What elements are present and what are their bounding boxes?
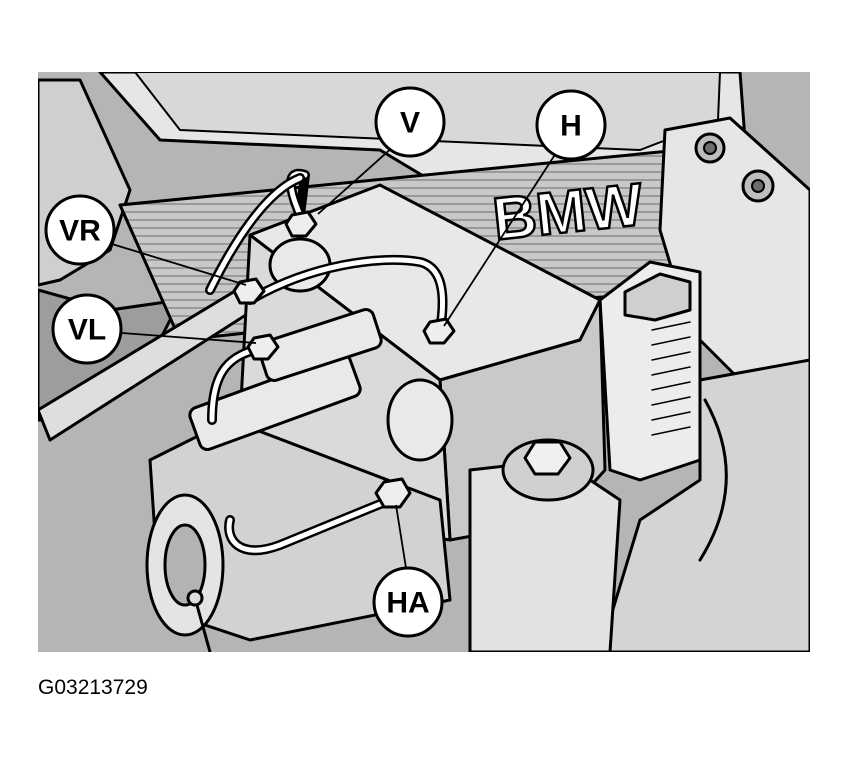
callout-vr-label: VR [59, 215, 101, 248]
callout-h: H [535, 89, 607, 161]
motor-end-cap-inner [163, 523, 207, 607]
ground-wire [193, 596, 212, 652]
abs-connector [623, 272, 692, 322]
leader-line-ha [395, 504, 407, 569]
callout-h-circle [535, 89, 607, 161]
solenoid-3 [386, 378, 454, 462]
solenoid-1 [188, 353, 362, 451]
callout-v: V [374, 86, 446, 158]
callout-ha-label: HA [386, 587, 429, 620]
line-fittings [232, 210, 456, 509]
figure-id: G03213729 [38, 676, 148, 699]
lower-right-detail [698, 398, 728, 562]
callout-vr: VR [44, 194, 116, 266]
leader-line-vl [121, 332, 257, 344]
fitting-v [284, 210, 318, 238]
callout-v-circle [374, 86, 446, 158]
callout-vl-label: VL [68, 314, 106, 347]
fitting-vr [232, 277, 266, 305]
connector-ribs [651, 321, 691, 436]
fitting-h [422, 317, 456, 345]
mount-bolt-2-center [751, 179, 765, 193]
leader-line-v [317, 145, 395, 215]
brake-line-h-inner [247, 257, 446, 333]
callout-ha-circle [372, 566, 444, 638]
reservoir-cap-nut [523, 440, 572, 476]
callout-v-label: V [400, 107, 420, 140]
callout-vl: VL [51, 293, 123, 365]
brake-line-ha-inner [226, 497, 393, 553]
mount-bolt-1-center [703, 141, 717, 155]
callout-vl-circle [51, 293, 123, 365]
brake-lines [205, 168, 448, 556]
fitting-ha [374, 477, 412, 509]
leader-line-h [443, 149, 559, 327]
callout-ha: HA [372, 566, 444, 638]
callout-h-label: H [560, 110, 582, 143]
solenoid-2 [257, 308, 383, 382]
callout-vr-circle [44, 194, 116, 266]
leader-lines [111, 145, 559, 569]
lower-right-structure [598, 358, 810, 652]
ground-terminal [186, 589, 204, 607]
leader-line-vr [111, 243, 247, 286]
bmw-lettering: BMW [490, 170, 646, 252]
brake-line-loop-inner [207, 175, 303, 293]
fitting-vl [246, 333, 280, 361]
